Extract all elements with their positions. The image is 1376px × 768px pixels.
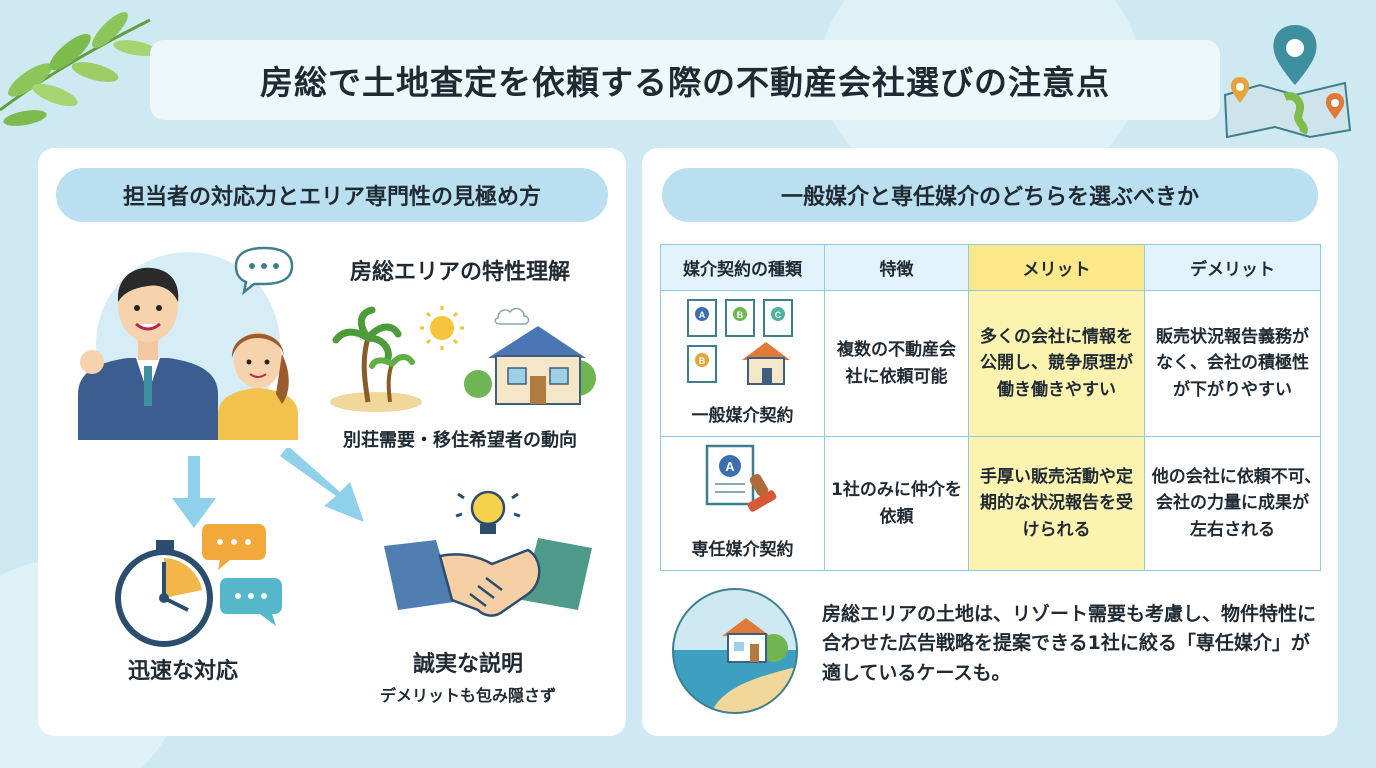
table-header-row: 媒介契約の種類 特徴 メリット デメリット	[660, 244, 1321, 291]
staff-people-icon	[78, 246, 298, 440]
demerit-cell: 販売状況報告義務がなく、会社の積極性が下がりやすい	[1144, 290, 1321, 437]
letter-a-label: A	[698, 310, 705, 320]
seaside-house-icon	[672, 588, 798, 714]
left-heading: 担当者の対応力とエリア専門性の見極め方	[56, 168, 608, 222]
header-merit: メリット	[968, 244, 1145, 291]
title-bar: 房総で土地査定を依頼する際の不動産会社選びの注意点	[150, 40, 1220, 120]
header-type: 媒介契約の種類	[660, 244, 825, 291]
speed-label: 迅速な対応	[127, 659, 238, 684]
feature-cell: 1社のみに仲介を依頼	[824, 436, 969, 571]
multiple-documents-icon: A B C B	[686, 299, 793, 386]
recommendation-note: 房総エリアの土地は、リゾート需要も考慮し、物件特性に合わせた広告戦略を提案できる…	[822, 603, 1317, 684]
type-name: 一般媒介契約	[691, 405, 794, 426]
honest-label: 誠実な説明	[412, 652, 523, 677]
merit-cell: 多くの会社に情報を公開し、競争原理が働き働きやすい	[968, 290, 1145, 437]
handshake-lightbulb-icon	[384, 490, 592, 617]
letter-c-label: C	[774, 310, 781, 320]
resort-house-icon	[330, 306, 596, 412]
single-document-stamp-icon: A	[705, 444, 776, 512]
right-panel: 一般媒介と専任媒介のどちらを選ぶべきか 媒介契約の種類 特徴 メリット デメリッ…	[642, 148, 1338, 736]
area-title: 房総エリアの特性理解	[349, 260, 570, 285]
honest-sub: デメリットも包み隠さず	[379, 686, 556, 705]
left-panel: 担当者の対応力とエリア専門性の見極め方 房総エリアの特性理解	[38, 148, 626, 736]
type-name: 専任媒介契約	[691, 539, 794, 560]
map-pin-icon	[1223, 25, 1352, 139]
table-row: A B C B 一般媒介契約	[660, 290, 1321, 437]
right-heading: 一般媒介と専任媒介のどちらを選ぶべきか	[662, 168, 1318, 222]
comparison-table: 媒介契約の種類 特徴 メリット デメリット A B	[660, 244, 1321, 571]
stopwatch-chat-icon	[115, 524, 282, 647]
area-caption: 別荘需要・移住希望者の動向	[343, 430, 577, 451]
arrow-icons	[172, 448, 364, 528]
letter-a-label: A	[725, 459, 735, 474]
letter-b-label: B	[698, 356, 705, 366]
demerit-cell: 他の会社に依頼不可､会社の力量に成果が左右される	[1144, 436, 1321, 571]
table-row: A 専任媒介契約 1社のみに仲介を依頼 手厚い販売活動や定期的な状況報告を受けら…	[660, 436, 1321, 571]
page-title: 房総で土地査定を依頼する際の不動産会社選びの注意点	[260, 63, 1110, 102]
type-cell: A B C B 一般媒介契約	[660, 290, 825, 437]
letter-b-label: B	[736, 310, 743, 320]
type-cell: A 専任媒介契約	[660, 436, 825, 571]
header-feature: 特徴	[824, 244, 969, 291]
feature-cell: 複数の不動産会社に依頼可能	[824, 290, 969, 437]
leaf-branch-icon	[0, 12, 157, 126]
header-demerit: デメリット	[1144, 244, 1321, 291]
merit-cell: 手厚い販売活動や定期的な状況報告を受けられる	[968, 436, 1145, 571]
